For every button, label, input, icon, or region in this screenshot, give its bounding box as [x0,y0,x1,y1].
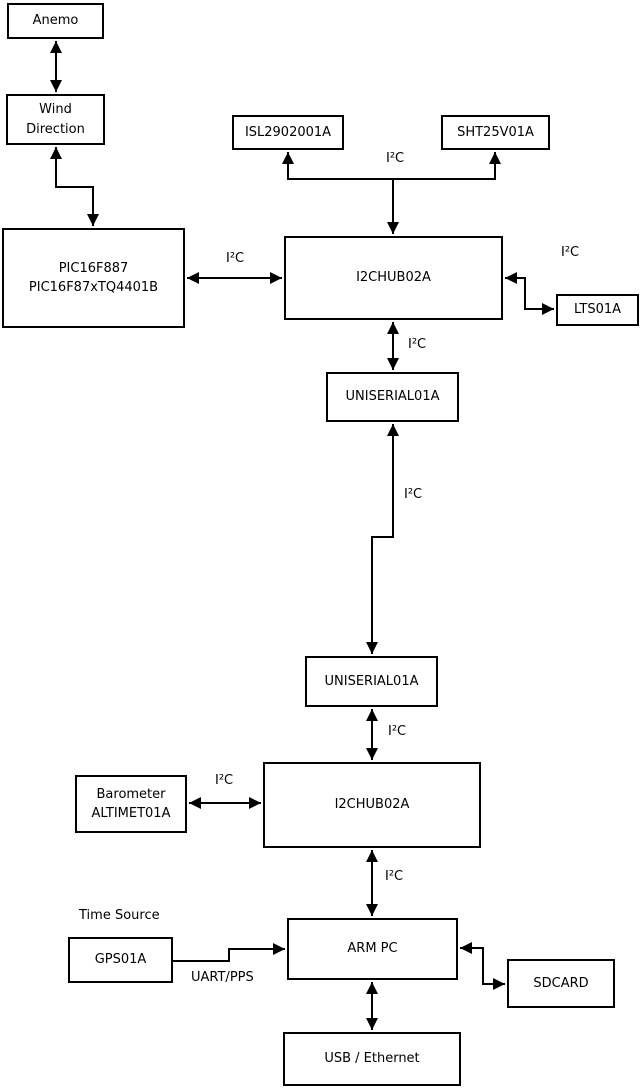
edge-wind-pic [50,147,99,226]
node-sht25v01a: SHT25V01A [441,115,550,150]
edge-uniserial1-uniserial2 [366,424,399,654]
node-pic16f887: PIC16F887 PIC16F87xTQ4401B [2,228,185,328]
node-label-line: ALTIMET01A [91,806,171,821]
node-label-line: UNISERIAL01A [345,389,440,405]
label-uart-pps: UART/PPS [191,970,254,985]
node-label-line: LTS01A [573,302,622,318]
node-label-line: PIC16F87xTQ4401B [28,280,159,295]
bus-label-i2c-hub1-uni1: I²C [408,337,427,352]
node-label-line: Direction [26,121,85,137]
node-gps01a: GPS01A [68,937,173,983]
node-sdcard: SDCARD [507,959,615,1008]
node-uniserial01a-2: UNISERIAL01A [305,656,438,707]
node-label-line: PIC16F887 [58,260,129,276]
edge-hub1-isl-sht-bus [282,152,501,180]
bus-label-i2c-top: I²C [386,151,405,166]
node-i2chub02a-1: I2CHUB02A [284,236,503,320]
node-label-line: GPS01A [94,952,147,968]
edge-hub1-lts [505,272,554,315]
node-label-line: ARM PC [347,941,398,957]
label-time-source: Time Source [79,908,160,923]
node-label-line: UNISERIAL01A [324,673,419,689]
node-i2chub02a-2: I2CHUB02A [263,762,481,848]
bus-label-i2c-baro-hub2: I²C [215,773,234,788]
edge-armpc-sdcard [460,942,505,990]
bus-label-i2c-uni1-uni2: I²C [404,487,423,502]
node-isl2902001a: ISL2902001A [232,115,344,150]
node-label-line: SDCARD [533,975,589,991]
node-arm-pc: ARM PC [287,918,458,980]
node-label-line: USB / Ethernet [324,1051,420,1067]
node-lts01a: LTS01A [556,294,639,326]
node-usb-ethernet: USB / Ethernet [283,1032,461,1086]
node-label-line: Barometer [96,786,166,802]
node-label-line: I2CHUB02A [334,797,410,813]
node-uniserial01a-1: UNISERIAL01A [326,372,459,422]
bus-label-i2c-hub2-armpc: I²C [385,869,404,884]
node-barometer-altimet01a: Barometer ALTIMET01A [75,775,187,833]
bus-label-i2c-pic-hub1: I²C [226,251,245,266]
node-wind-direction: Wind Direction [6,94,105,145]
node-label-line: Anemo [32,13,79,29]
bus-label-i2c-uni2-hub2: I²C [388,724,407,739]
node-label-line: I2CHUB02A [356,270,431,286]
node-label-line: Wind [39,102,72,117]
node-anemo: Anemo [7,3,104,39]
bus-label-i2c-hub1-lts: I²C [561,245,580,260]
edge-gps-armpc [173,943,285,962]
node-label-line: ISL2902001A [244,124,332,140]
node-label-line: SHT25V01A [457,124,534,140]
